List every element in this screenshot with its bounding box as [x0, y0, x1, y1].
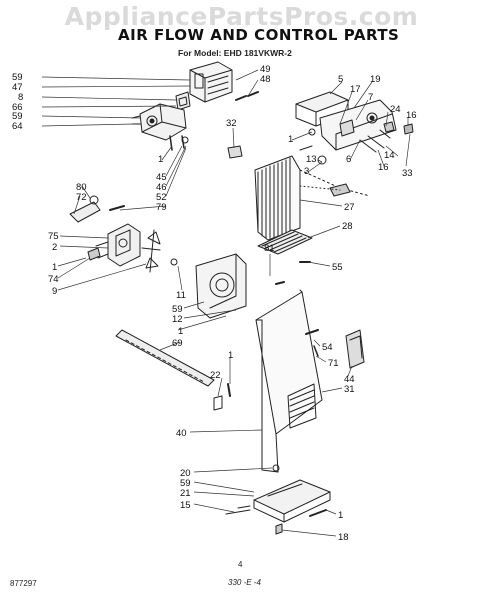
callout-5: 5 — [338, 74, 343, 85]
callout-59-a: 59 — [12, 72, 23, 83]
callout-64: 64 — [12, 121, 23, 132]
screws-upper — [169, 91, 259, 151]
callout-79: 79 — [156, 202, 167, 213]
callout-20: 20 — [180, 468, 191, 479]
callout-11: 11 — [176, 290, 186, 301]
callout-33: 33 — [402, 168, 413, 179]
callout-1-d: 1 — [178, 326, 183, 337]
bracket-80 — [69, 195, 125, 223]
callout-59-c: 59 — [172, 304, 183, 315]
liner-panel — [255, 289, 323, 473]
watermark: AppliancePartsPros.com — [64, 2, 419, 31]
bracket-small — [175, 91, 191, 111]
fan-blade — [141, 229, 161, 273]
callout-71: 71 — [328, 358, 339, 369]
callout-54: 54 — [322, 342, 333, 353]
callout-52: 52 — [156, 192, 167, 203]
callout-13: 13 — [306, 154, 317, 165]
leader-lines — [41, 69, 411, 537]
callout-labels: 59 47 8 66 59 64 49 48 5 19 17 7 24 16 3… — [12, 64, 417, 543]
callout-46: 46 — [156, 182, 167, 193]
control-housing — [189, 61, 233, 103]
air-duct — [254, 155, 371, 241]
callout-45: 45 — [156, 172, 167, 183]
callout-16-b: 16 — [378, 162, 389, 173]
callout-47: 47 — [12, 82, 23, 93]
callout-74: 74 — [48, 274, 59, 285]
callout-1-b: 1 — [158, 154, 163, 165]
drain-trough — [225, 464, 331, 535]
callout-24: 24 — [390, 104, 401, 115]
callout-15: 15 — [180, 500, 191, 511]
callout-1-c: 1 — [52, 262, 57, 273]
callout-80: 80 — [76, 182, 87, 193]
callout-8: 8 — [18, 92, 23, 103]
callout-31: 31 — [344, 384, 355, 395]
callout-12: 12 — [172, 314, 183, 325]
callout-69: 69 — [172, 338, 183, 349]
callout-28: 28 — [342, 221, 353, 232]
callout-19: 19 — [370, 74, 381, 85]
callout-59-b: 59 — [12, 111, 23, 122]
callout-14: 14 — [384, 150, 395, 161]
fan-motor — [87, 223, 141, 267]
doc-code-right: 330 -E -4 — [228, 578, 261, 587]
callout-44: 44 — [344, 374, 355, 385]
callout-48: 48 — [260, 74, 271, 85]
callout-17: 17 — [350, 84, 361, 95]
fan-shroud — [170, 253, 247, 319]
callout-66: 66 — [12, 102, 23, 113]
callout-18: 18 — [338, 532, 349, 543]
callout-22: 22 — [210, 370, 221, 381]
callout-21: 21 — [180, 488, 191, 499]
callout-1-e: 1 — [228, 350, 233, 361]
air-grille — [257, 229, 313, 255]
callout-3: 3 — [304, 166, 309, 177]
callout-27: 27 — [344, 202, 355, 213]
callout-32: 32 — [226, 118, 237, 129]
callout-75: 75 — [48, 231, 59, 242]
diagram-title: AIR FLOW AND CONTROL PARTS — [118, 26, 400, 44]
clip-32 — [227, 145, 243, 159]
model-subtitle: For Model: EHD 181VKWR-2 — [178, 48, 292, 58]
callout-6: 6 — [346, 154, 351, 165]
callout-55: 55 — [332, 262, 343, 273]
hardware-22 — [213, 383, 231, 411]
callout-72: 72 — [76, 192, 87, 203]
callout-1-f: 1 — [338, 510, 343, 521]
temperature-control — [131, 103, 187, 141]
callout-59-d: 59 — [180, 478, 191, 489]
rail-69 — [115, 329, 215, 387]
callout-49: 49 — [260, 64, 271, 75]
callout-9: 9 — [52, 286, 57, 297]
page-number: 4 — [238, 560, 243, 569]
callout-2: 2 — [52, 242, 57, 253]
doc-code-left: 877297 — [10, 579, 37, 588]
callout-81: 81 — [264, 243, 275, 254]
callout-40: 40 — [176, 428, 187, 439]
callout-7: 7 — [368, 92, 373, 103]
damper-assembly — [295, 91, 414, 165]
callout-16-a: 16 — [406, 110, 417, 121]
cover-44 — [345, 329, 365, 369]
callout-1-a: 1 — [288, 134, 293, 145]
